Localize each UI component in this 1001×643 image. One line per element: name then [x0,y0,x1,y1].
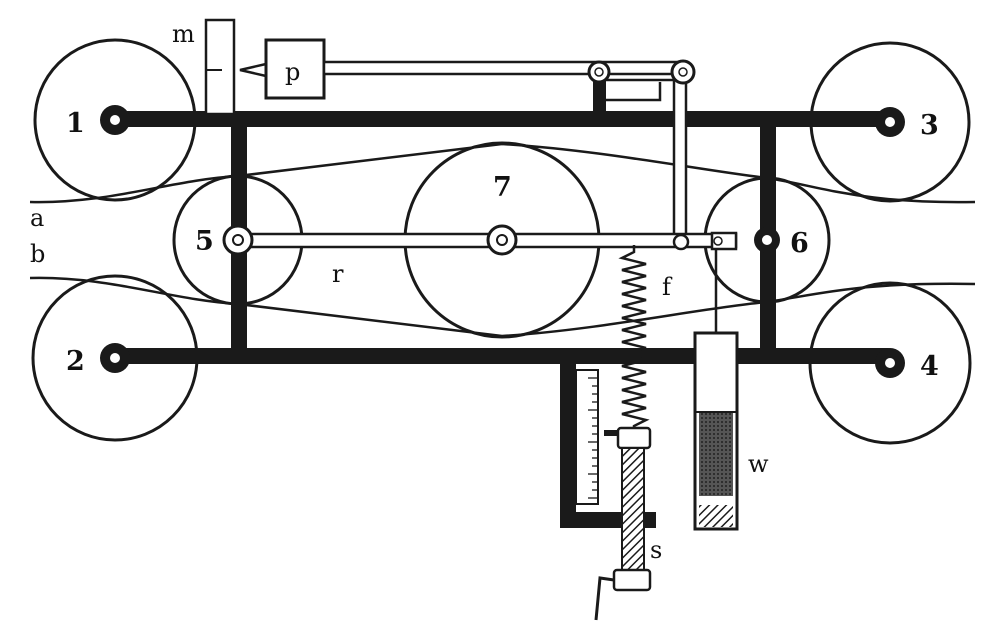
spring-f [618,245,650,432]
label-2: 2 [66,346,85,377]
screw-s [594,426,652,621]
label-7: 7 [493,172,512,203]
pivots [222,59,780,256]
belt-paths [29,142,976,338]
label-6: 6 [790,228,809,259]
label-1: 1 [66,108,85,139]
label-4: 4 [920,351,939,382]
label-w: w [748,450,769,478]
roller-hubs [100,105,905,378]
label-r: r [332,260,344,288]
label-f: f [662,273,673,301]
label-3: 3 [920,110,939,141]
top-lever [322,60,688,82]
label-m: m [172,20,195,48]
dashpot-w [693,249,739,531]
pointer-box-p [239,38,326,100]
scale-m [204,18,236,116]
label-a: a [30,204,44,232]
label-b: b [30,240,45,268]
label-p: p [285,58,300,86]
label-s: s [650,536,662,564]
label-5: 5 [195,226,214,257]
